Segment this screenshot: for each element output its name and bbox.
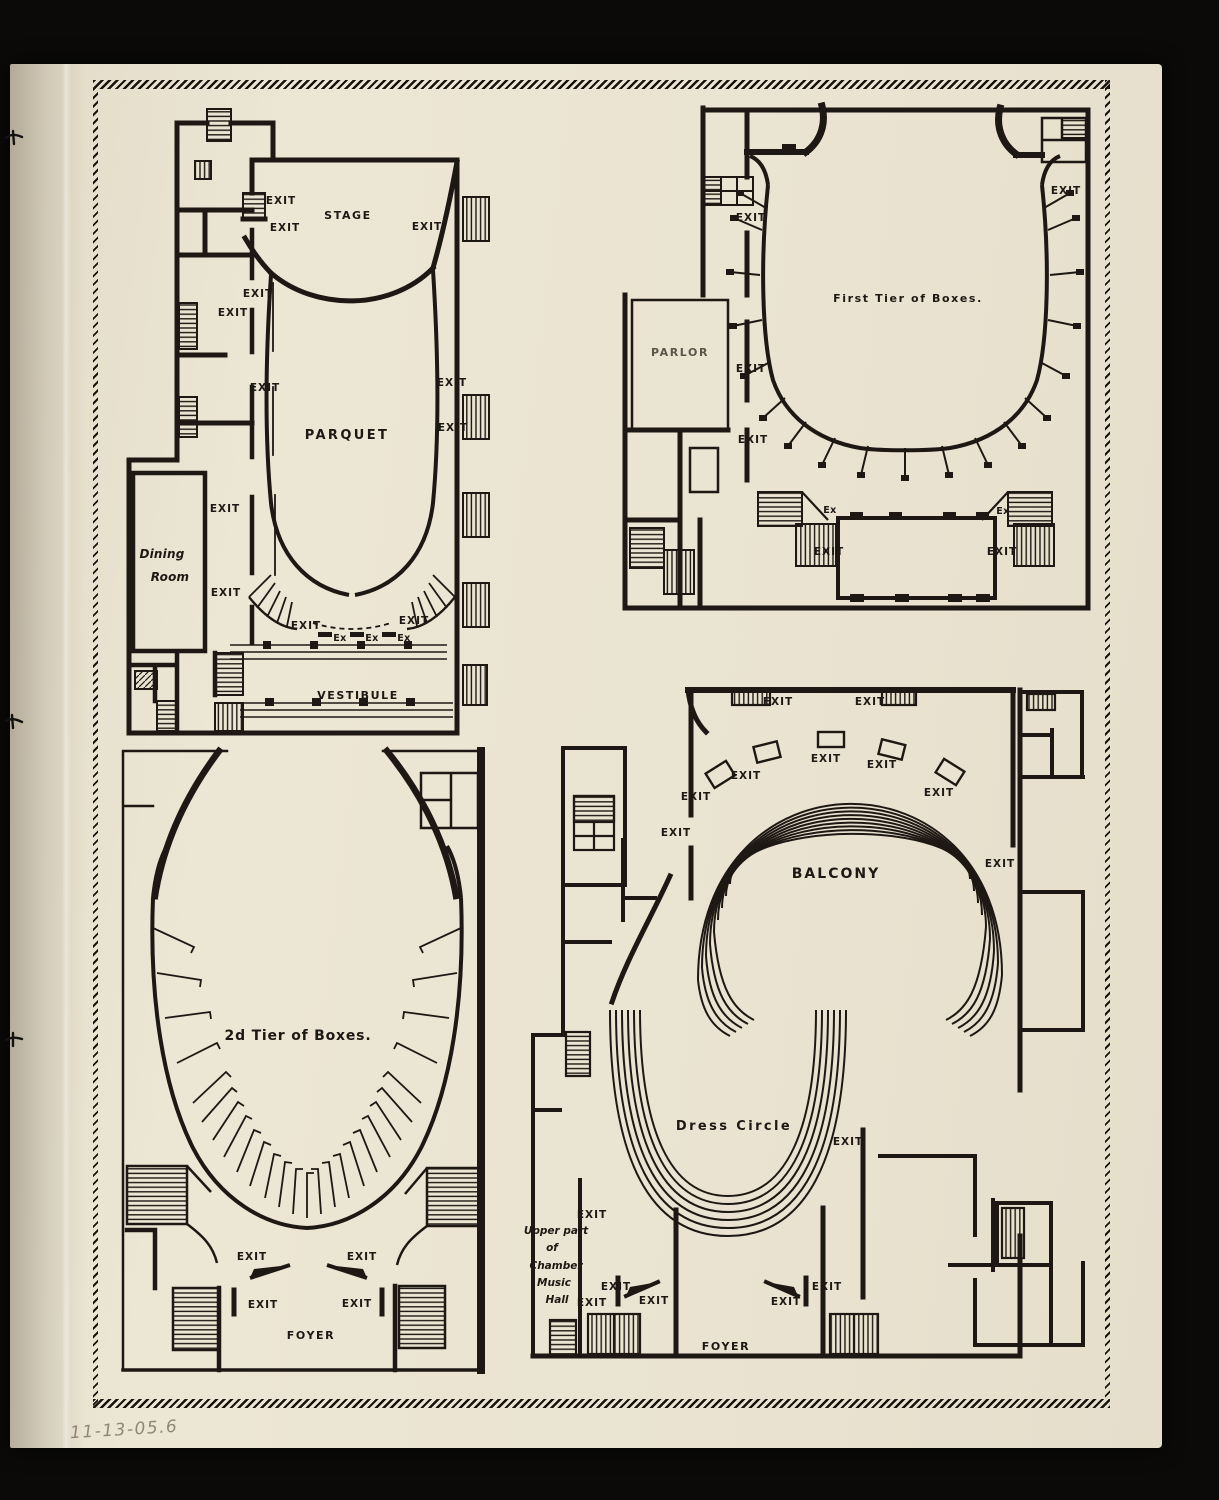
binding-stitch <box>4 1031 24 1048</box>
label-exit: EXIT <box>738 434 768 446</box>
label-exit: EXIT <box>661 827 691 839</box>
label-ex: Ex <box>333 633 346 644</box>
label-ex: Ex <box>365 633 378 644</box>
label-exit: EXIT <box>985 858 1015 870</box>
label-exit: EXIT <box>218 307 248 319</box>
label-exit: EXIT <box>736 363 766 375</box>
binding-stitch <box>4 129 24 146</box>
labels: First Tier of Boxes. PARLOR EXIT EXIT EX… <box>651 185 1081 558</box>
tier-seating <box>150 845 464 1231</box>
floor-plan-parquet-level: STAGE PARQUET Dining Room VESTIBULE EXIT… <box>126 108 490 736</box>
binding-gutter-shadow <box>10 64 105 1448</box>
label-exit: EXIT <box>1051 185 1081 197</box>
stairs <box>548 688 1057 1358</box>
label-exit: EXIT <box>243 288 273 300</box>
label-ex: Ex <box>823 505 836 516</box>
label-exit: EXIT <box>342 1298 372 1310</box>
program-page: STAGE PARQUET Dining Room VESTIBULE EXIT… <box>10 64 1162 1448</box>
label-chamber-note-line5: Hall <box>545 1294 568 1306</box>
balcony-seating <box>697 730 1003 1037</box>
label-parlor: PARLOR <box>651 346 709 359</box>
label-exit: EXIT <box>812 1281 842 1293</box>
label-balcony: BALCONY <box>792 866 880 882</box>
label-exit: EXIT <box>814 546 844 558</box>
label-exit: EXIT <box>210 503 240 515</box>
label-exit: EXIT <box>736 212 766 224</box>
label-exit: EXIT <box>577 1297 607 1309</box>
labels: BALCONY Dress Circle FOYER Upper part of… <box>524 696 1015 1353</box>
handwritten-date: 11-13-05.6 <box>69 1416 179 1444</box>
label-dining-room-line1: Dining <box>139 547 184 561</box>
label-second-tier-title: 2d Tier of Boxes. <box>225 1028 372 1044</box>
label-exit: EXIT <box>867 759 897 771</box>
label-exit: EXIT <box>924 787 954 799</box>
label-exit: EXIT <box>211 587 241 599</box>
label-foyer: FOYER <box>287 1329 335 1342</box>
label-parquet: PARQUET <box>305 428 390 443</box>
walls <box>121 746 485 1374</box>
box-tier-seating <box>726 154 1084 481</box>
label-exit: EXIT <box>412 221 442 233</box>
label-dress-circle: Dress Circle <box>676 1119 792 1134</box>
label-exit: EXIT <box>438 422 468 434</box>
hatched-border-bottom <box>93 1399 1110 1408</box>
label-exit: EXIT <box>987 546 1017 558</box>
dress-circle-seating <box>609 1009 847 1238</box>
seating-and-vestibule <box>230 269 456 718</box>
label-chamber-note-line1: Upper part <box>524 1225 589 1237</box>
label-exit: EXIT <box>601 1281 631 1293</box>
label-exit: EXIT <box>681 791 711 803</box>
stairs <box>629 117 1087 595</box>
label-foyer: FOYER <box>702 1340 750 1353</box>
label-exit: EXIT <box>248 1299 278 1311</box>
stairs <box>125 1164 483 1352</box>
label-exit: EXIT <box>399 615 429 627</box>
label-exit: EXIT <box>237 1251 267 1263</box>
hatched-border-left <box>93 80 98 1408</box>
label-exit: EXIT <box>833 1136 863 1148</box>
floor-plan-second-tier-of-boxes: 2d Tier of Boxes. FOYER EXIT EXIT EXIT E… <box>121 746 485 1374</box>
labels: 2d Tier of Boxes. FOYER EXIT EXIT EXIT E… <box>225 1028 377 1342</box>
label-ex: Ex <box>397 633 410 644</box>
label-exit: EXIT <box>855 696 885 708</box>
label-exit: EXIT <box>731 770 761 782</box>
labels: STAGE PARQUET Dining Room VESTIBULE EXIT… <box>139 195 468 702</box>
label-exit: EXIT <box>577 1209 607 1221</box>
label-vestibule: VESTIBULE <box>317 689 399 702</box>
label-exit: EXIT <box>291 620 321 632</box>
label-chamber-note-line2: of <box>546 1242 559 1254</box>
label-exit: EXIT <box>771 1296 801 1308</box>
stairs <box>134 108 490 732</box>
label-exit: EXIT <box>811 753 841 765</box>
label-exit: EXIT <box>639 1295 669 1307</box>
label-chamber-note-line4: Music <box>537 1277 572 1289</box>
label-exit: EXIT <box>347 1251 377 1263</box>
hatched-border-top <box>93 80 1110 89</box>
label-exit: EXIT <box>437 377 467 389</box>
label-exit: EXIT <box>270 222 300 234</box>
floor-plan-balcony-dress-circle: BALCONY Dress Circle FOYER Upper part of… <box>524 687 1085 1359</box>
label-chamber-note-line3: Chamber <box>529 1260 583 1272</box>
label-first-tier-title: First Tier of Boxes. <box>833 292 983 305</box>
label-dining-room-line2: Room <box>151 570 189 584</box>
hatched-border-right <box>1105 80 1110 1408</box>
label-exit: EXIT <box>266 195 296 207</box>
floor-plan-first-tier-of-boxes: First Tier of Boxes. PARLOR EXIT EXIT EX… <box>622 101 1091 611</box>
label-exit: EXIT <box>250 382 280 394</box>
label-exit: EXIT <box>763 696 793 708</box>
walls <box>530 687 1085 1359</box>
binding-stitch <box>4 713 24 730</box>
label-ex: Ex <box>996 506 1009 517</box>
label-stage: STAGE <box>324 209 372 222</box>
